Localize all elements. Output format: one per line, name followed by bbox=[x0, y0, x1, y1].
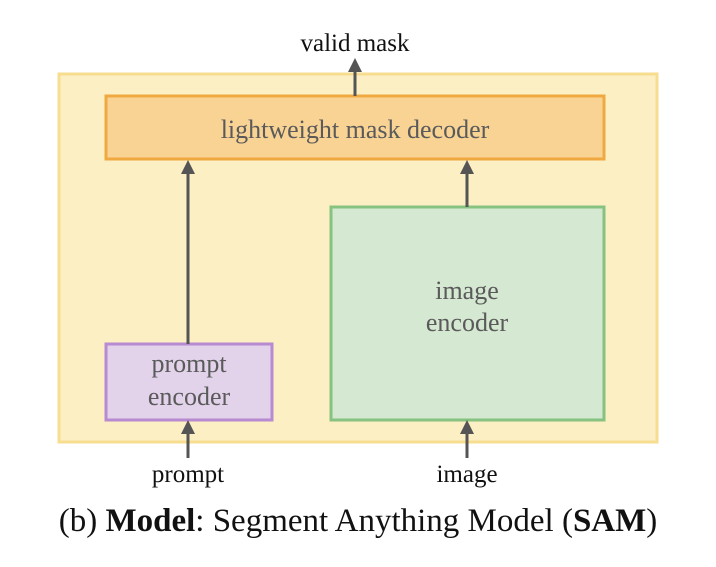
caption-middle: : Segment Anything Model ( bbox=[195, 503, 573, 539]
prompt-encoder-box bbox=[104, 342, 274, 422]
caption-prefix: (b) bbox=[58, 503, 106, 539]
figure-caption: (b) Model: Segment Anything Model (SAM) bbox=[0, 503, 716, 540]
image-encoder-label-line2: encoder bbox=[426, 308, 509, 337]
prompt-input-label: prompt bbox=[152, 461, 224, 488]
image-encoder-label-line1: image bbox=[435, 276, 499, 305]
mask-decoder-box bbox=[104, 94, 606, 161]
image-to-decoder-arrow bbox=[460, 160, 474, 207]
prompt-encoder-label-line2: encoder bbox=[148, 382, 231, 411]
image-input-arrow bbox=[460, 420, 474, 458]
caption-suffix: ) bbox=[646, 503, 658, 539]
caption-bold-model: Model bbox=[105, 503, 196, 539]
caption-bold-sam: SAM bbox=[572, 503, 647, 539]
output-label: valid mask bbox=[300, 30, 410, 57]
image-input-label: image bbox=[436, 461, 497, 488]
output-arrow bbox=[348, 58, 362, 96]
prompt-encoder-label-line1: prompt bbox=[151, 349, 227, 378]
prompt-to-decoder-arrow bbox=[181, 160, 195, 344]
prompt-input-arrow bbox=[181, 420, 195, 458]
mask-decoder-label: lightweight mask decoder bbox=[221, 115, 490, 144]
